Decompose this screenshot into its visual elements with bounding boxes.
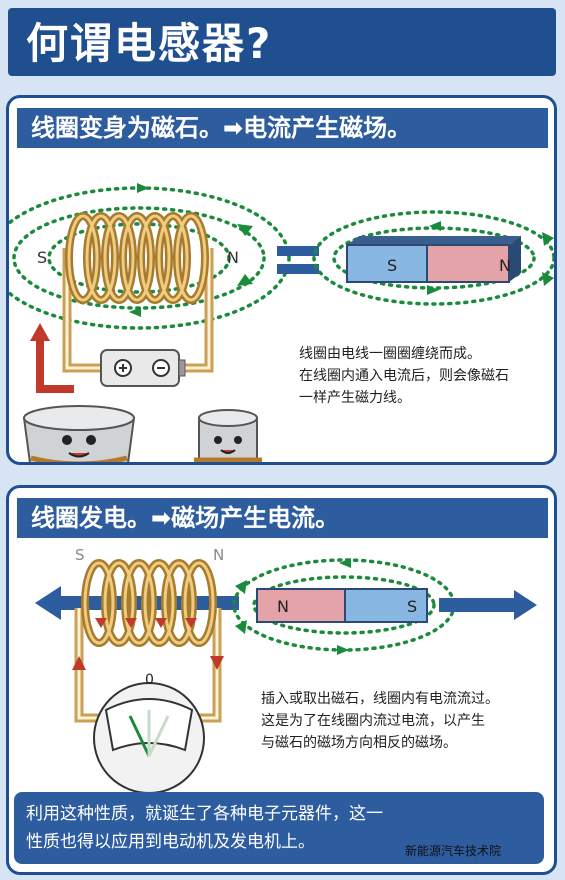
- summary-box: 利用这种性质，就诞生了各种电子元器件，这一 性质也得以应用到电动机及发电机上。: [14, 792, 544, 864]
- caption-line: 插入或取出磁石，线圈内有电流流过。: [261, 691, 499, 707]
- current-arrow-icon: [30, 323, 74, 393]
- coil2-pole-n: N: [213, 546, 224, 564]
- coil2-pole-s: S: [75, 546, 85, 564]
- coil-pole-s: S: [37, 248, 47, 267]
- battery-icon: [100, 349, 186, 387]
- section2-header: 线圈发电。➡磁场产生电流。: [17, 498, 548, 538]
- section1-header: 线圈变身为磁石。➡电流产生磁场。: [17, 108, 548, 148]
- caption-line: 线圈由电线一圈圈缠绕而成。: [299, 346, 481, 362]
- title-box: 何谓电感器?: [8, 8, 556, 76]
- caption-line: 与磁石的磁场方向相反的磁场。: [261, 735, 457, 751]
- motion-arrow-right-icon: [439, 590, 537, 620]
- panel-coil-to-magnet: 线圈变身为磁石。➡电流产生磁场。: [6, 95, 557, 465]
- magnet-s-label: S: [387, 256, 397, 275]
- watermark: 新能源汽车技术院: [405, 844, 502, 858]
- magnet2-s-label: S: [407, 597, 417, 616]
- bar-magnet-2: [256, 588, 428, 623]
- coil-2: [81, 559, 217, 647]
- title-bar: 何谓电感器?: [0, 0, 565, 85]
- field-arrows-magnet: [427, 221, 554, 295]
- field-arrows-2: [235, 558, 351, 655]
- magnet-n-label: N: [499, 256, 511, 275]
- equals-icon: [277, 246, 319, 274]
- generator-diagram: S N: [35, 546, 537, 794]
- field-arrows-coil: [129, 183, 253, 317]
- coil: [65, 212, 209, 304]
- caption-line: 这是为了在线圈内流过电流，以产生: [261, 713, 485, 729]
- magnet2-n-label: N: [277, 597, 289, 616]
- meter-zero-label: 0: [145, 672, 154, 688]
- summary-line: 利用这种性质，就诞生了各种电子元器件，这一: [26, 804, 383, 824]
- caption-line: 一样产生磁力线。: [299, 390, 411, 406]
- coil-current-arrows-icon: [95, 618, 197, 628]
- coil-pole-n: N: [227, 248, 239, 267]
- bar-magnet: [346, 236, 521, 283]
- section2-caption: 插入或取出磁石，线圈内有电流流过。 这是为了在线圈内流过电流，以产生 与磁石的磁…: [261, 688, 499, 754]
- section1-caption: 线圈由电线一圈圈缠绕而成。 在线圈内通入电流后，则会像磁石 一样产生磁力线。: [299, 343, 509, 409]
- coil-magnet-diagram: S N: [9, 183, 554, 462]
- mascot-left-icon: [22, 405, 136, 462]
- summary-line: 性质也得以应用到电动机及发电机上。: [26, 832, 315, 852]
- mascot-right-icon: [194, 409, 262, 462]
- page-title: 何谓电感器?: [26, 19, 273, 68]
- current-arrows-icon: [72, 656, 224, 670]
- meter-icon: [93, 682, 205, 794]
- caption-line: 在线圈内通入电流后，则会像磁石: [299, 368, 509, 384]
